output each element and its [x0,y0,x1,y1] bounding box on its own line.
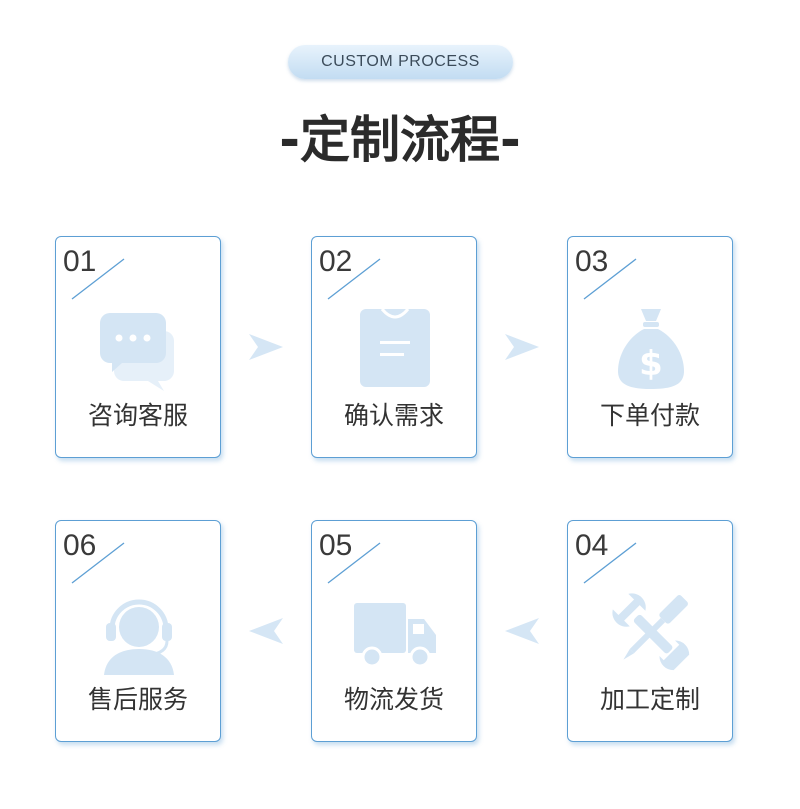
step-card-04: 04 加工定制 [567,520,733,742]
step-number: 06 [63,529,97,562]
chat-bubbles-icon [100,313,174,391]
wrench-screwdriver-icon [612,593,690,671]
step-card-05: 05 物流发货 [311,520,477,742]
slash-decoration [327,258,381,300]
badge-text: CUSTOM PROCESS [321,53,480,70]
slash-decoration [583,258,637,300]
arrow-right-icon [505,334,539,360]
clipboard-icon [360,308,430,387]
slash-decoration [71,542,125,584]
slash-decoration [583,542,637,584]
customer-service-headset-icon [104,599,174,675]
step-label: 售后服务 [87,685,188,714]
arrow-left-icon [249,618,283,644]
step-card-03: 03 $ 下单付款 [567,236,733,458]
step-card-02: 02 确认需求 [311,236,477,458]
custom-process-badge: CUSTOM PROCESS [288,45,513,79]
arrow-left-icon [505,618,539,644]
page-title: -定制流程- [279,111,521,169]
step-card-06: 06 售后服务 [55,520,221,742]
slash-decoration [71,258,125,300]
step-card-01: 01 咨询客服 [55,236,221,458]
delivery-truck-icon [354,603,436,668]
step-number: 04 [575,529,609,562]
step-label: 咨询客服 [87,401,188,430]
step-label: 加工定制 [599,685,700,714]
arrow-right-icon [249,334,283,360]
step-label: 确认需求 [343,401,444,430]
slash-decoration [327,542,381,584]
step-number: 01 [63,245,97,278]
step-label: 下单付款 [599,401,700,430]
svg-text:$: $ [639,344,663,384]
money-bag-icon: $ [618,309,684,389]
step-number: 05 [319,529,353,562]
step-number: 03 [575,245,609,278]
step-number: 02 [319,245,353,278]
step-label: 物流发货 [343,685,444,714]
